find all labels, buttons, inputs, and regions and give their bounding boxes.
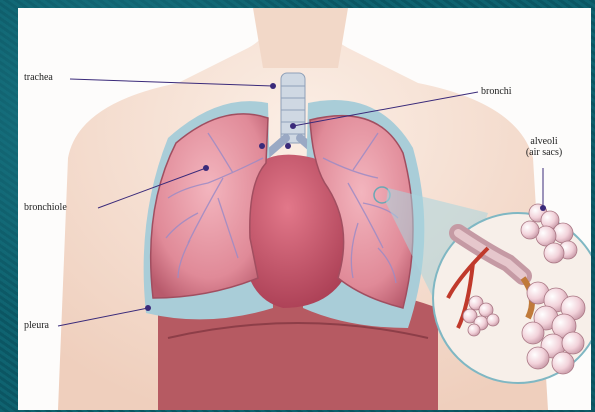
- diagram-panel: trachea bronchi bronchiole pleura alveol…: [18, 8, 591, 410]
- neck: [253, 8, 348, 68]
- label-alveoli: alveoli (air sacs): [516, 136, 572, 158]
- lungs-illustration: [18, 8, 591, 410]
- label-alveoli-name: alveoli: [516, 136, 572, 147]
- trachea-tube: [281, 73, 305, 143]
- label-air-sacs: (air sacs): [516, 147, 572, 158]
- label-bronchi: bronchi: [481, 86, 512, 97]
- label-pleura: pleura: [24, 320, 49, 331]
- label-bronchiole: bronchiole: [24, 202, 67, 213]
- label-trachea: trachea: [24, 72, 53, 83]
